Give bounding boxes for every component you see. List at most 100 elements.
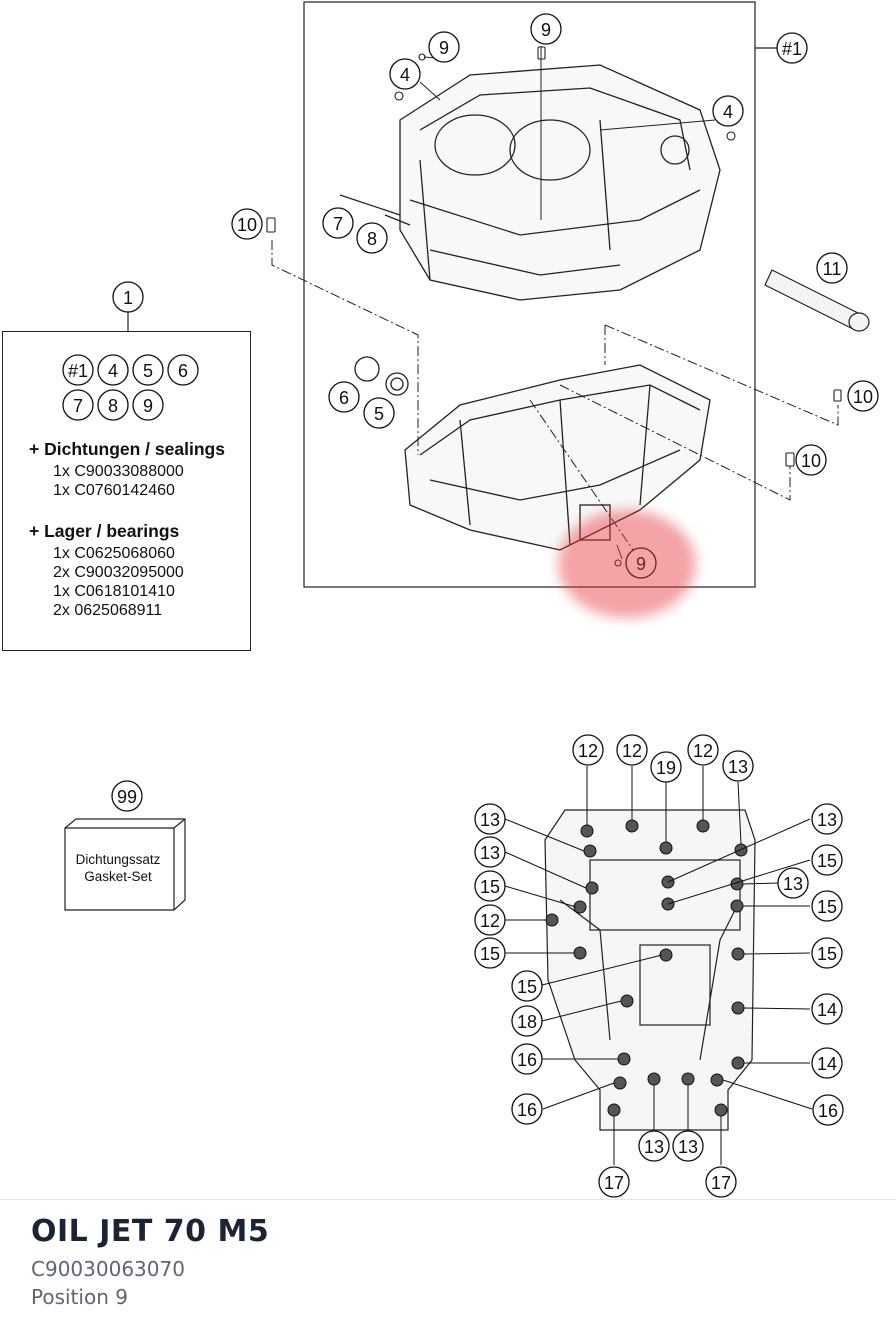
callout-group-set[interactable]: #1 [776, 32, 808, 64]
svg-text:13: 13 [480, 843, 500, 863]
svg-text:12: 12 [480, 911, 500, 931]
callout-gasket-set[interactable]: 99 [111, 780, 143, 812]
callout-lower-13[interactable]: 13 [672, 1130, 704, 1162]
kit-item-9[interactable]: 9 [132, 389, 164, 421]
part-info-footer: OIL JET 70 M5 C90030063070 Position 9 [0, 1199, 896, 1336]
callout-lower-18[interactable]: 18 [511, 1005, 543, 1037]
svg-text:15: 15 [480, 877, 500, 897]
callout-upper-9[interactable]: 9 [530, 13, 562, 45]
kit-item-5[interactable]: 5 [132, 354, 164, 386]
part-position: Position 9 [31, 1285, 128, 1309]
part-number: C90030063070 [31, 1257, 185, 1281]
svg-text:8: 8 [108, 396, 118, 416]
svg-text:5: 5 [143, 361, 153, 381]
kit-item-8[interactable]: 8 [97, 389, 129, 421]
kit-item-4[interactable]: 4 [97, 354, 129, 386]
bearing-line: 1x C0618101410 [53, 583, 175, 600]
callout-upper-10[interactable]: 10 [795, 444, 827, 476]
callout-lower-15[interactable]: 15 [511, 970, 543, 1002]
alignment-lines [271, 240, 839, 561]
callout-lower-19[interactable]: 19 [650, 751, 682, 783]
callout-lower-13[interactable]: 13 [777, 867, 809, 899]
gasket-line-de: Dichtungssatz [75, 852, 161, 867]
callout-upper-6[interactable]: 6 [328, 381, 360, 413]
kit-item-7[interactable]: 7 [62, 389, 94, 421]
callout-upper-9[interactable]: 9 [428, 31, 460, 63]
svg-text:7: 7 [73, 396, 83, 416]
svg-text:13: 13 [783, 874, 803, 894]
svg-text:4: 4 [108, 361, 118, 381]
svg-text:19: 19 [656, 758, 676, 778]
gasket-set-label: Dichtungssatz Gasket-Set [66, 851, 170, 885]
callout-lower-12[interactable]: 12 [687, 734, 719, 766]
callout-lower-14[interactable]: 14 [811, 1047, 843, 1079]
callout-lower-15[interactable]: 15 [474, 870, 506, 902]
callout-lower-12[interactable]: 12 [474, 904, 506, 936]
callout-lower-13[interactable]: 13 [722, 750, 754, 782]
svg-text:13: 13 [728, 757, 748, 777]
callout-lower-17[interactable]: 17 [598, 1166, 630, 1198]
svg-text:17: 17 [604, 1173, 624, 1193]
svg-text:16: 16 [818, 1101, 838, 1121]
callout-lower-16[interactable]: 16 [812, 1094, 844, 1126]
svg-text:5: 5 [374, 404, 384, 424]
svg-text:10: 10 [853, 387, 873, 407]
callout-lower-15[interactable]: 15 [474, 937, 506, 969]
sleeve-part [764, 269, 870, 332]
kit-item-6[interactable]: 6 [167, 354, 199, 386]
sealing-line: 1x C90033088000 [53, 463, 184, 480]
callout-lower-12[interactable]: 12 [572, 734, 604, 766]
svg-text:13: 13 [678, 1137, 698, 1157]
svg-text:14: 14 [817, 1000, 837, 1020]
callout-lower-15[interactable]: 15 [811, 890, 843, 922]
svg-text:17: 17 [711, 1173, 731, 1193]
callout-lower-12[interactable]: 12 [616, 734, 648, 766]
callout-upper-7[interactable]: 7 [322, 207, 354, 239]
callout-kit[interactable]: 1 [112, 281, 144, 313]
svg-text:12: 12 [578, 741, 598, 761]
highlight-position-9 [558, 510, 696, 618]
svg-text:16: 16 [517, 1100, 537, 1120]
callout-upper-4[interactable]: 4 [712, 95, 744, 127]
svg-text:7: 7 [333, 214, 343, 234]
callout-lower-13[interactable]: 13 [474, 803, 506, 835]
callout-lower-16[interactable]: 16 [511, 1043, 543, 1075]
callout-lower-15[interactable]: 15 [811, 844, 843, 876]
svg-text:13: 13 [644, 1137, 664, 1157]
callout-upper-11[interactable]: 11 [816, 252, 848, 284]
svg-text:6: 6 [339, 388, 349, 408]
callout-lower-13[interactable]: 13 [811, 803, 843, 835]
callout-upper-8[interactable]: 8 [356, 222, 388, 254]
svg-text:14: 14 [817, 1054, 837, 1074]
sealing-line: 1x C0760142460 [53, 482, 175, 499]
svg-text:4: 4 [400, 65, 410, 85]
svg-text:12: 12 [693, 741, 713, 761]
svg-text:15: 15 [817, 897, 837, 917]
sealings-title: + Dichtungen / sealings [29, 439, 225, 459]
callout-upper-9[interactable]: 9 [625, 547, 657, 579]
callout-lower-16[interactable]: 16 [511, 1093, 543, 1125]
callout-upper-5[interactable]: 5 [363, 397, 395, 429]
callout-lower-13[interactable]: 13 [638, 1130, 670, 1162]
callout-lower-17[interactable]: 17 [705, 1166, 737, 1198]
callout-lower-14[interactable]: 14 [811, 993, 843, 1025]
svg-text:15: 15 [517, 977, 537, 997]
callout-lower-15[interactable]: 15 [811, 937, 843, 969]
gasket-line-en: Gasket-Set [84, 869, 152, 884]
svg-text:11: 11 [823, 259, 842, 279]
lower-crankcase [354, 356, 711, 551]
callout-lower-13[interactable]: 13 [474, 836, 506, 868]
svg-text:9: 9 [541, 20, 551, 40]
svg-text:9: 9 [143, 396, 153, 416]
bearing-line: 2x 0625068911 [53, 602, 163, 619]
callout-upper-4[interactable]: 4 [389, 58, 421, 90]
svg-text:15: 15 [480, 944, 500, 964]
svg-text:15: 15 [817, 944, 837, 964]
callout-upper-10[interactable]: 10 [847, 380, 879, 412]
callout-upper-10[interactable]: 10 [231, 208, 263, 240]
svg-text:18: 18 [517, 1012, 537, 1032]
bearing-line: 1x C0625068060 [53, 545, 175, 562]
kit-item-#1[interactable]: #1 [62, 354, 94, 386]
